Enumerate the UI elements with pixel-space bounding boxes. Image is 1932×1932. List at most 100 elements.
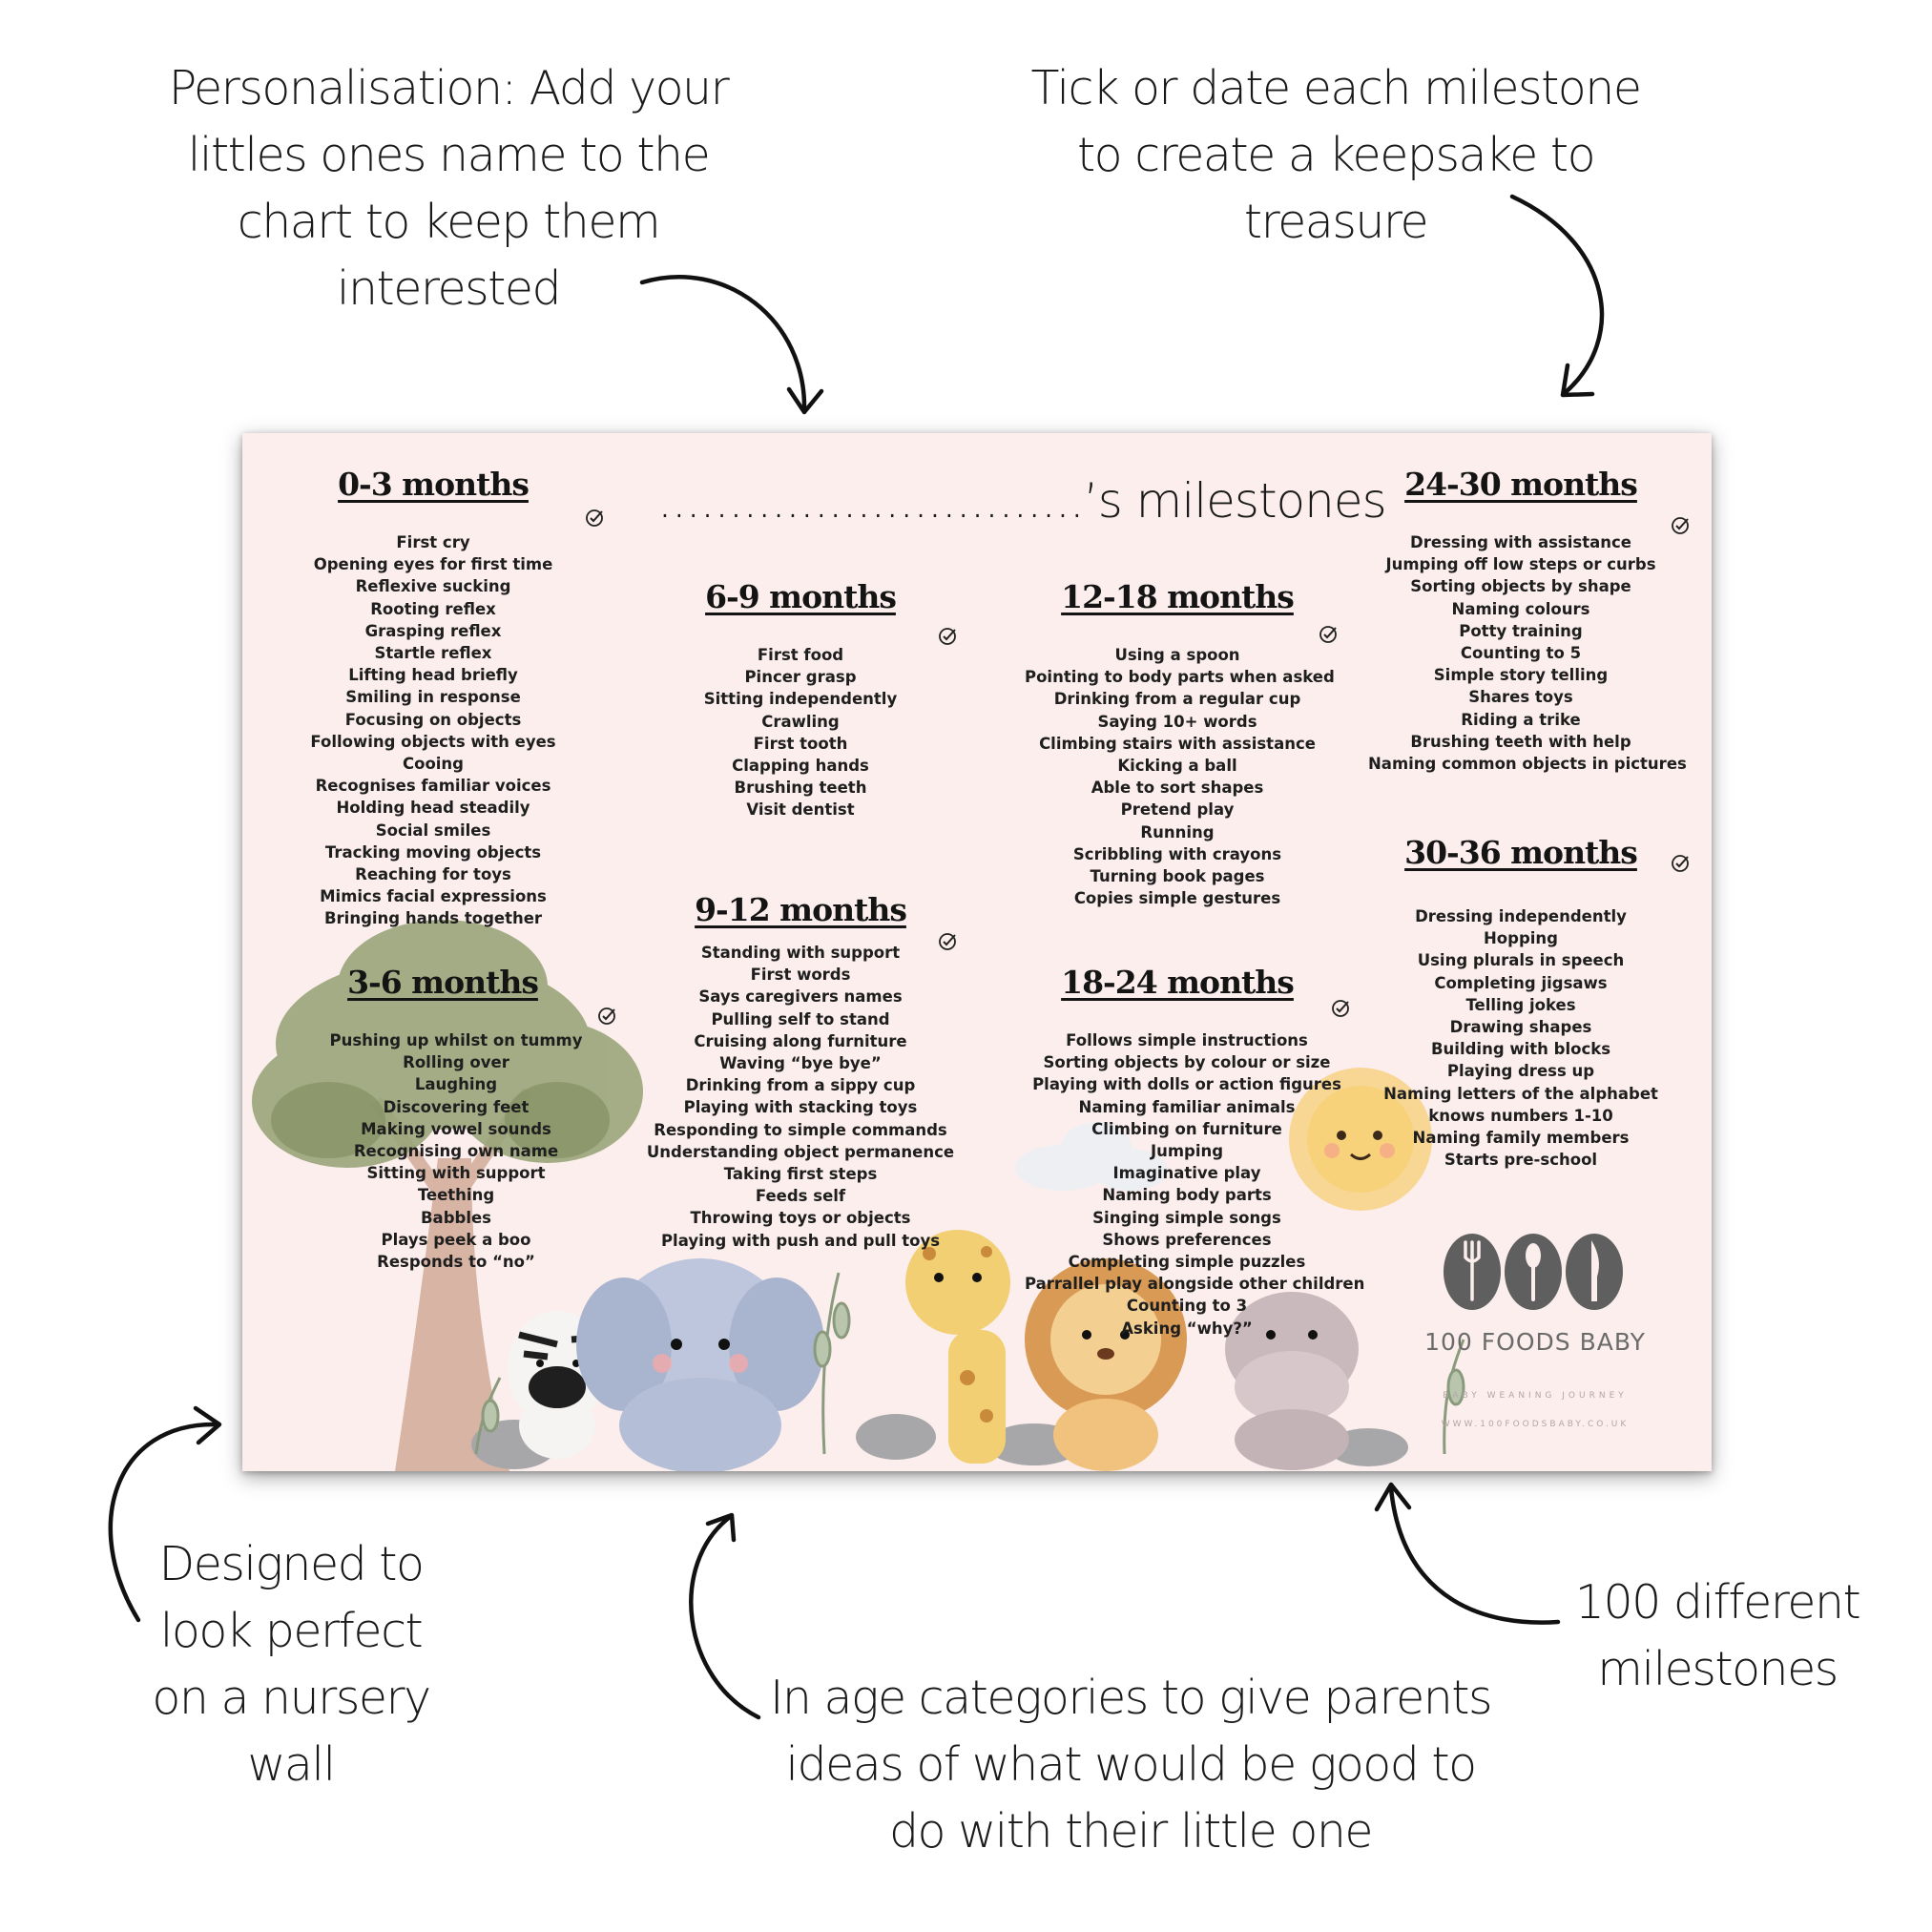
milestone-item: Recognising own name: [353, 1142, 559, 1161]
milestone-item: Lifting head briefly: [348, 666, 518, 685]
milestone-item: Hopping: [1484, 929, 1558, 948]
milestone-item: Focusing on objects: [344, 710, 522, 729]
giraffe-illustration: [905, 1230, 1010, 1464]
callout-line: ideas of what would be good to: [785, 1737, 1477, 1792]
milestone-item: Naming colours: [1451, 599, 1590, 618]
milestone-item: Jumping: [1150, 1142, 1224, 1161]
milestone-item: Making vowel sounds: [361, 1119, 551, 1138]
milestone-item: Climbing on furniture: [1091, 1119, 1282, 1138]
elephant-illustration: [576, 1258, 824, 1471]
milestone-item: Playing dress up: [1446, 1062, 1595, 1081]
milestone-item: First food: [757, 646, 844, 664]
milestone-item: Waving “bye bye”: [719, 1054, 882, 1073]
milestone-item: Pointing to body parts when asked: [1025, 668, 1335, 687]
milestone-item: Rooting reflex: [370, 599, 496, 618]
section-title: 3-6 months: [347, 964, 539, 1001]
section-title: 24-30 months: [1404, 466, 1638, 503]
callout-line: Designed to: [158, 1537, 426, 1591]
milestone-item: Recognises familiar voices: [315, 777, 551, 796]
milestone-item: Drinking from a sippy cup: [685, 1076, 916, 1095]
milestone-item: Sitting with support: [366, 1164, 546, 1183]
section-title: 18-24 months: [1061, 964, 1295, 1001]
milestone-item: Reflexive sucking: [355, 577, 511, 596]
callout-line: Personalisation: Add your: [168, 61, 730, 115]
poster-title: ..............................’s milesto…: [657, 473, 1387, 529]
section-18-24-months: 18-24 months Follows simple instructions…: [1025, 964, 1365, 1340]
milestone-item: Pushing up whilst on tummy: [329, 1031, 583, 1049]
tick-icon: [586, 509, 603, 527]
callout-line: littles ones name to the: [187, 128, 711, 182]
leaves-illustration: [474, 1272, 1465, 1455]
brand-tagline: BABY WEANING JOURNEY: [1443, 1391, 1628, 1401]
callout-line: 100 different: [1574, 1575, 1861, 1630]
milestone-item: Building with blocks: [1430, 1040, 1611, 1059]
callout-line: do with their little one: [888, 1804, 1374, 1859]
milestone-item: First cry: [396, 533, 470, 551]
milestone-item: Dressing independently: [1415, 907, 1627, 925]
milestone-item: Feeds self: [755, 1187, 846, 1206]
milestone-item: Cruising along furniture: [694, 1031, 907, 1050]
sun-illustration: [1289, 1068, 1432, 1211]
milestone-item: Playing with stacking toys: [683, 1098, 918, 1117]
milestone-poster: ..............................’s milesto…: [242, 433, 1712, 1471]
milestone-item: Naming common objects in pictures: [1368, 755, 1687, 774]
milestone-item: Throwing toys or objects: [690, 1209, 911, 1228]
milestone-item: knows numbers 1-10: [1428, 1106, 1613, 1125]
milestone-item: Pretend play: [1120, 800, 1235, 820]
milestone-item: Drawing shapes: [1449, 1018, 1592, 1037]
milestone-item: Brushing teeth with help: [1410, 732, 1631, 751]
milestone-item: Brushing teeth: [734, 779, 867, 798]
milestone-item: Kicking a ball: [1117, 757, 1237, 776]
milestone-item: Using plurals in speech: [1417, 951, 1625, 970]
milestone-item: Counting to 3: [1126, 1297, 1248, 1316]
milestone-item: Jumping off low steps or curbs: [1385, 555, 1656, 574]
callout-line: to create a keepsake to: [1076, 128, 1596, 182]
milestone-item: Able to sort shapes: [1091, 779, 1264, 798]
callout-line: Tick or date each milestone: [1030, 61, 1642, 115]
milestone-item: Using a spoon: [1114, 646, 1240, 664]
milestone-item: Counting to 5: [1460, 644, 1582, 663]
milestone-item: Potty training: [1459, 621, 1583, 640]
callout-line: wall: [247, 1737, 336, 1792]
knife-icon: [1591, 1240, 1599, 1301]
callout-line: interested: [336, 261, 562, 316]
tick-icon: [939, 628, 956, 645]
callout-line: chart to keep them: [237, 195, 661, 249]
milestone-item: Following objects with eyes: [310, 732, 556, 751]
milestone-item: Copies simple gestures: [1073, 889, 1281, 908]
milestone-item: Naming familiar animals: [1078, 1097, 1296, 1116]
milestone-item: Dressing with assistance: [1410, 533, 1631, 551]
spoon-icon: [1526, 1243, 1541, 1301]
milestone-item: Shows preferences: [1102, 1230, 1272, 1249]
milestone-item: Riding a trike: [1461, 710, 1581, 729]
fork-icon: [1464, 1240, 1481, 1301]
milestone-item: Startle reflex: [374, 644, 492, 663]
callout-personalisation: Personalisation: Add your littles ones na…: [114, 55, 782, 322]
brand-url: WWW.100FOODSBABY.CO.UK: [1441, 1420, 1630, 1429]
milestone-item: Smiling in response: [345, 688, 521, 707]
hippo-illustration: [1225, 1292, 1359, 1470]
milestone-item: Pincer grasp: [744, 668, 857, 687]
milestone-item: Saying 10+ words: [1097, 712, 1257, 731]
milestone-item: Visit dentist: [746, 800, 855, 820]
milestone-item: Reaching for toys: [355, 865, 511, 884]
milestone-item: Parrallel play alongside other children: [1025, 1275, 1365, 1294]
milestone-item: Rolling over: [403, 1053, 509, 1072]
milestone-item: Drinking from a regular cup: [1053, 690, 1301, 709]
milestone-item: Pulling self to stand: [711, 1009, 890, 1028]
callout-line: on a nursery: [152, 1671, 431, 1725]
milestone-item: Scribbling with crayons: [1072, 844, 1282, 863]
tick-icon: [1672, 855, 1689, 872]
brand-logo: [1444, 1234, 1623, 1310]
milestone-item: Naming body parts: [1102, 1186, 1272, 1205]
callout-line: look perfect: [159, 1604, 424, 1658]
